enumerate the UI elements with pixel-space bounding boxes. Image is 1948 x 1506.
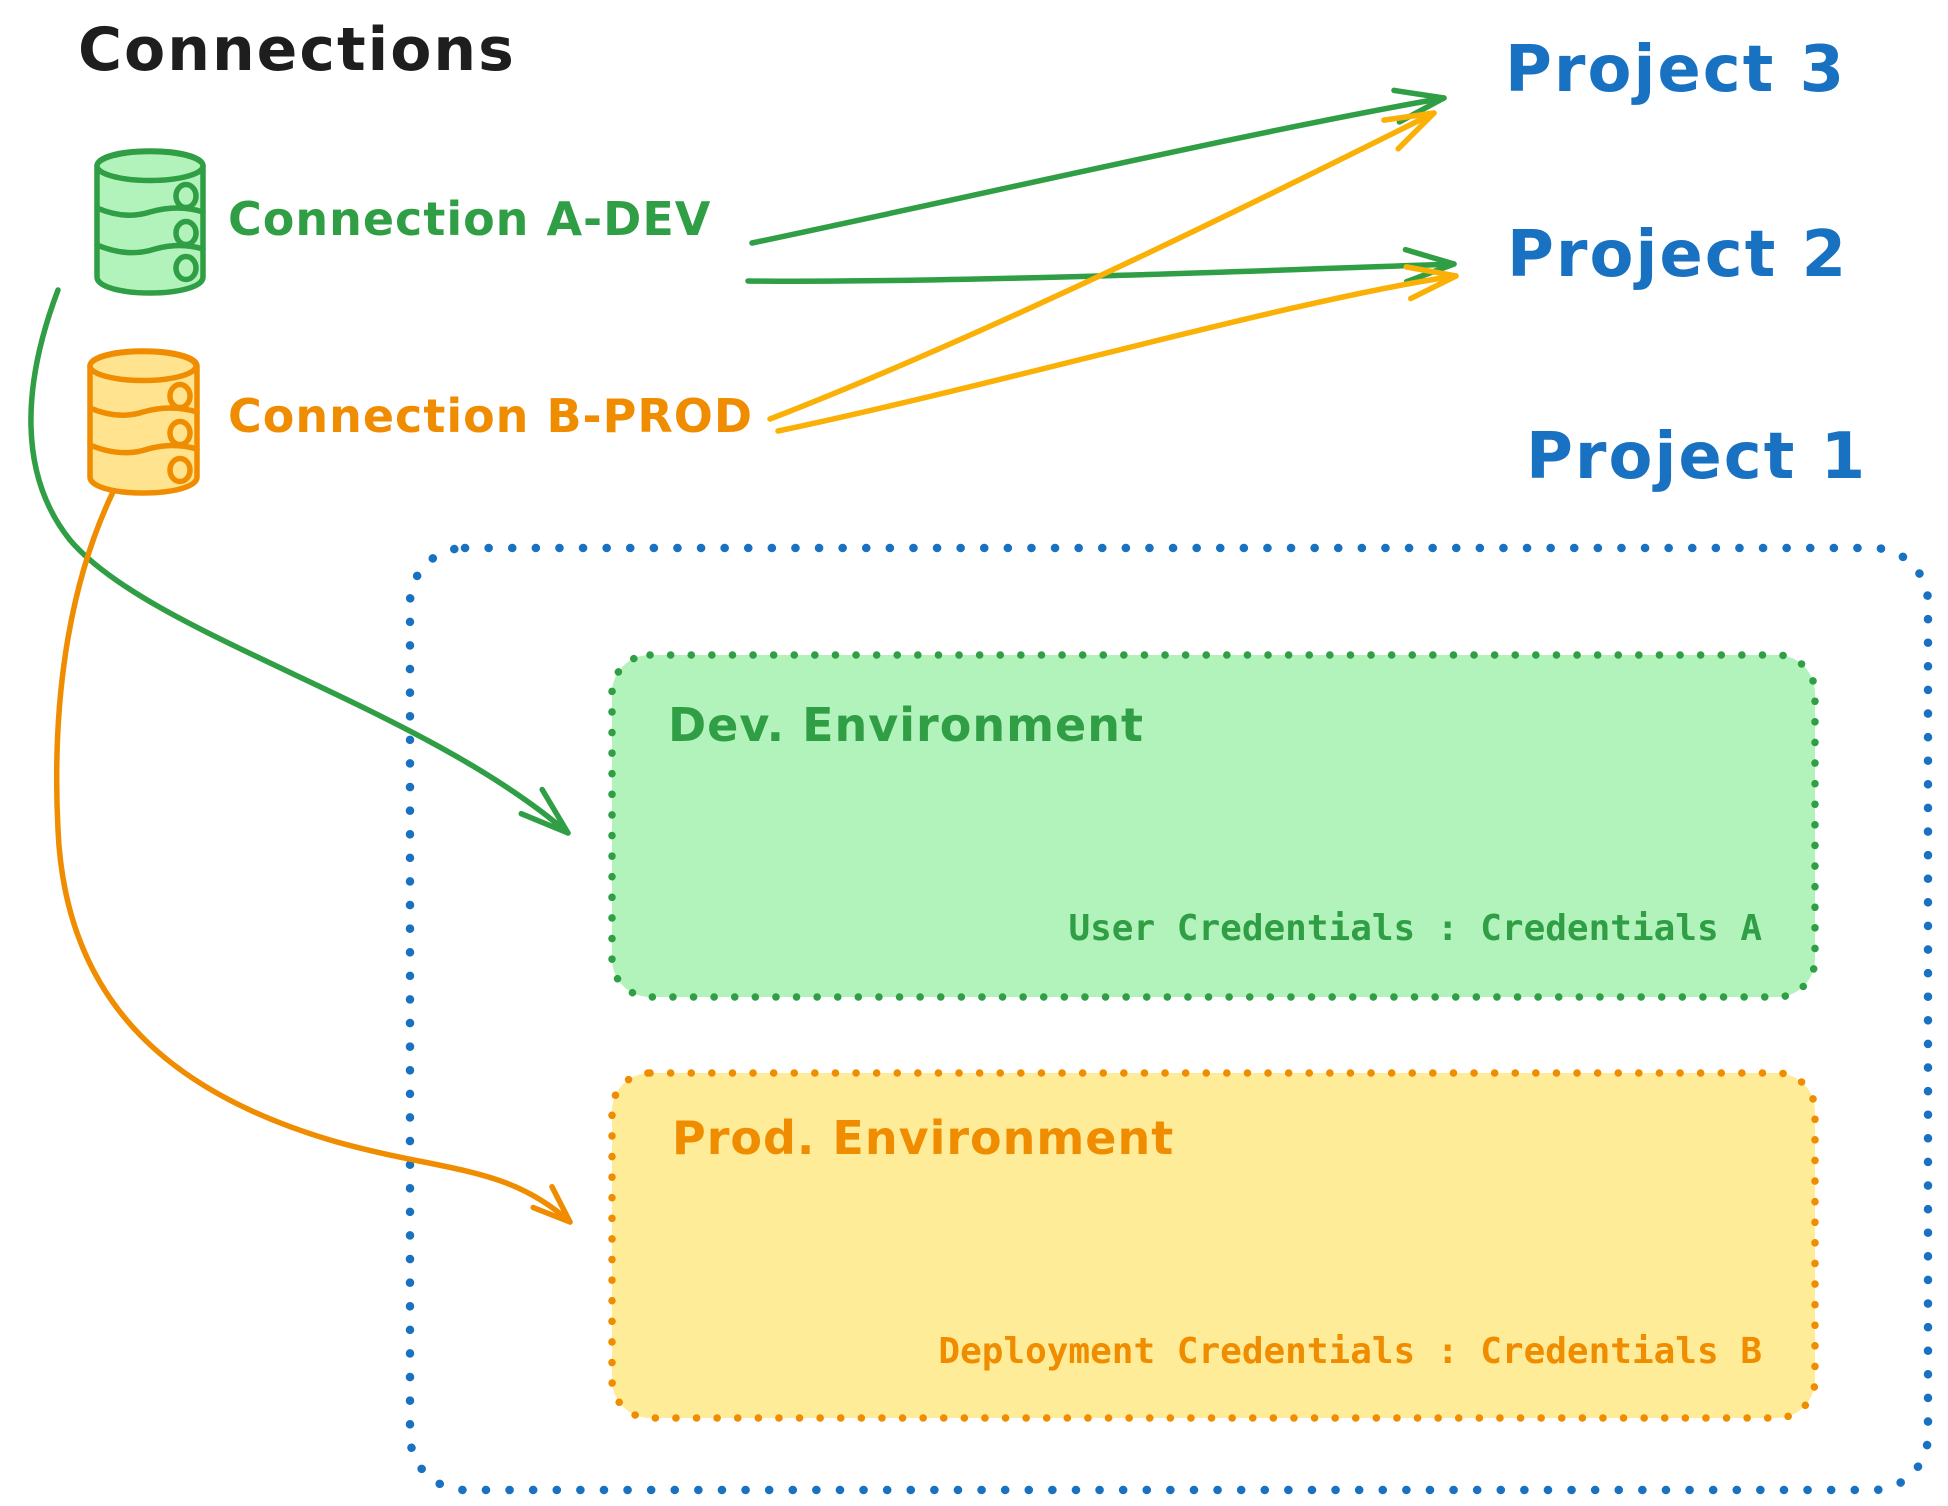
database-icon-a-dev (94, 148, 206, 296)
arrow-a-dev-to-project-2 (745, 246, 1457, 285)
project-3-label: Project 3 (1505, 33, 1847, 107)
project-1-box (405, 543, 1933, 1495)
database-icon-b-prod (87, 348, 200, 496)
connection-b-prod-label: Connection B-PROD (228, 389, 754, 443)
prod-environment-credentials: Deployment Credentials : Credentials B (938, 1331, 1762, 1372)
arrow-b-prod-to-project-3 (767, 110, 1437, 422)
project-2-label: Project 2 (1507, 218, 1849, 292)
arrow-b-prod-to-project-2 (775, 264, 1459, 434)
arrow-b-prod-to-prod-environment (53, 489, 573, 1225)
dev-environment-box (608, 651, 1819, 1001)
prod-environment-box (608, 1069, 1819, 1422)
prod-environment-title: Prod. Environment (672, 1111, 1175, 1165)
dev-environment-title: Dev. Environment (668, 698, 1144, 752)
page-title: Connections (78, 15, 516, 85)
arrow-a-dev-to-project-3 (749, 87, 1447, 246)
arrow-a-dev-to-dev-environment (28, 287, 571, 836)
connection-a-dev-label: Connection A-DEV (228, 192, 712, 246)
project-1-label: Project 1 (1526, 420, 1868, 494)
dev-environment-credentials: User Credentials : Credentials A (1068, 908, 1762, 949)
